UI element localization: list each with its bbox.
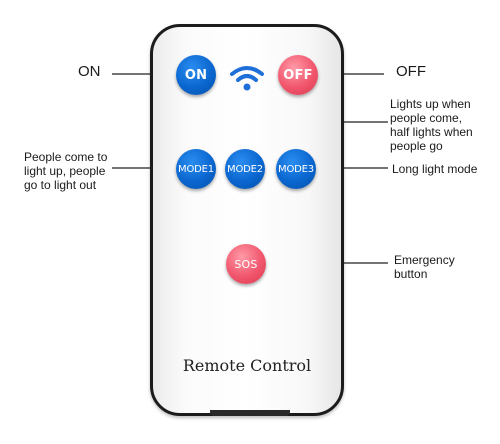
sos-callout-line2: button — [394, 267, 428, 281]
off-callout: OFF — [396, 63, 426, 80]
mode1-callout-line1: People come to — [24, 150, 108, 164]
remote-title: Remote Control — [182, 356, 312, 375]
remote-bottom-edge — [210, 410, 290, 416]
off-button[interactable]: OFF — [278, 55, 318, 95]
mode2-button-label: MODE2 — [227, 163, 263, 175]
mode2-callout-line1: Lights up when — [390, 97, 471, 111]
on-button-label: ON — [184, 67, 208, 83]
mode1-callout-line3: go to light out — [24, 178, 97, 192]
mode2-callout-line3: half lights when — [390, 125, 473, 139]
on-callout: ON — [78, 63, 101, 80]
off-button-label: OFF — [283, 67, 313, 83]
mode1-button[interactable]: MODE1 — [176, 149, 216, 189]
sos-callout: Emergency button — [394, 253, 455, 281]
mode1-button-label: MODE1 — [178, 163, 214, 175]
sos-button-label: SOS — [234, 257, 258, 271]
on-button[interactable]: ON — [176, 55, 216, 95]
mode3-button[interactable]: MODE3 — [276, 149, 316, 189]
mode3-button-label: MODE3 — [278, 163, 314, 175]
sos-button[interactable]: SOS — [226, 244, 266, 284]
sos-callout-line1: Emergency — [394, 253, 455, 267]
wifi-icon — [230, 66, 264, 91]
mode2-callout-line2: people come, — [390, 111, 463, 125]
mode1-callout: People come to light up, people go to li… — [24, 150, 114, 192]
mode2-callout: Lights up when people come, half lights … — [390, 97, 495, 153]
mode2-callout-line4: people go — [390, 139, 443, 153]
mode1-callout-line2: light up, people — [24, 164, 106, 178]
mode3-callout: Long light mode — [392, 162, 478, 176]
mode2-button[interactable]: MODE2 — [225, 149, 265, 189]
